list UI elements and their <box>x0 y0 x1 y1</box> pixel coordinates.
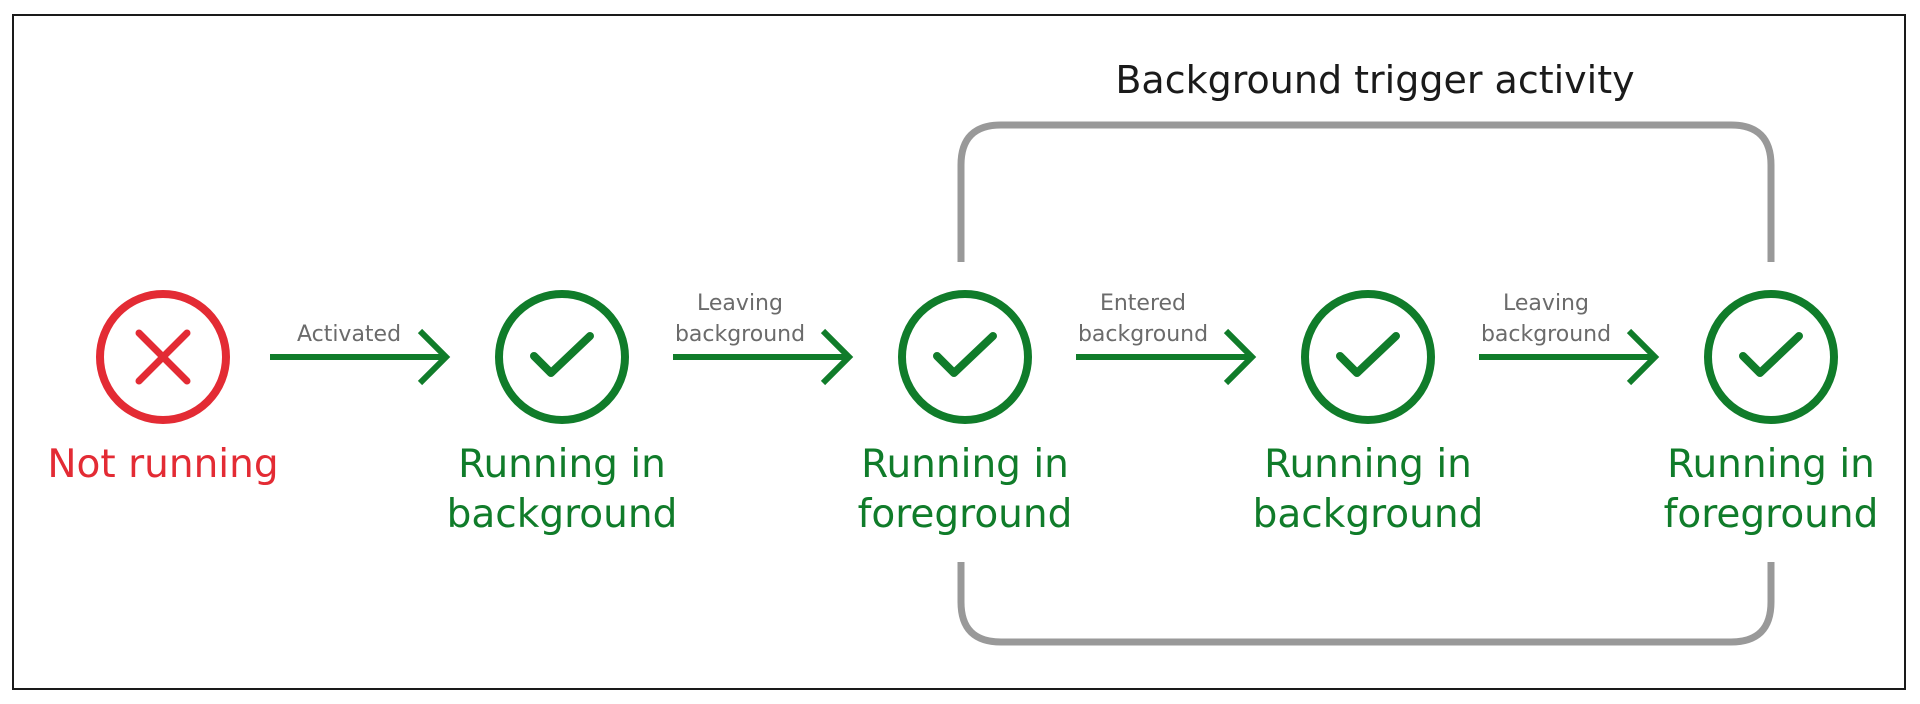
transition-label-line2: background <box>1077 322 1209 347</box>
check-icon <box>530 332 594 377</box>
state-icon-running-fg-1 <box>898 290 1032 424</box>
transition-label-4: Leaving background <box>1446 288 1646 350</box>
state-label-running-fg-1: Running in foreground <box>815 440 1115 540</box>
transition-arrow-4 <box>1479 328 1660 386</box>
transition-label-2: Leaving background <box>640 288 840 350</box>
transition-arrow-1 <box>270 328 451 386</box>
x-icon <box>135 329 191 385</box>
bracket-bottom <box>957 562 1775 646</box>
transition-label-3: Entered background <box>1043 288 1243 350</box>
state-label-line1: Running in <box>1667 442 1875 487</box>
transition-label-line2: background <box>1480 322 1612 347</box>
state-label-line2: foreground <box>1663 492 1879 537</box>
transition-label-1: Activated <box>249 319 449 350</box>
transition-arrow-2 <box>673 328 854 386</box>
transition-arrow-3 <box>1076 328 1257 386</box>
transition-label-line1: Leaving <box>697 291 783 316</box>
bracket-top <box>957 121 1775 262</box>
state-label-running-bg-2: Running in background <box>1218 440 1518 540</box>
state-label-line2: background <box>1252 492 1484 537</box>
state-label-line1: Not running <box>47 442 279 487</box>
transition-label-line1: Activated <box>296 322 402 347</box>
transition-label-line1: Entered <box>1099 291 1187 316</box>
diagram-frame <box>12 14 1906 690</box>
state-label-line1: Running in <box>1264 442 1472 487</box>
state-label-line2: foreground <box>857 492 1073 537</box>
state-label-line2: background <box>446 492 678 537</box>
check-icon <box>933 332 997 377</box>
state-icon-running-fg-2 <box>1704 290 1838 424</box>
state-label-running-fg-2: Running in foreground <box>1621 440 1920 540</box>
check-icon <box>1739 332 1803 377</box>
state-icon-running-bg-2 <box>1301 290 1435 424</box>
state-label-not-running: Not running <box>13 440 313 490</box>
state-label-line1: Running in <box>861 442 1069 487</box>
bracket-title: Background trigger activity <box>1115 58 1635 102</box>
state-icon-running-bg-1 <box>495 290 629 424</box>
transition-label-line2: background <box>674 322 806 347</box>
state-label-line1: Running in <box>458 442 666 487</box>
state-icon-not-running <box>96 290 230 424</box>
check-icon <box>1336 332 1400 377</box>
state-label-running-bg-1: Running in background <box>412 440 712 540</box>
transition-label-line1: Leaving <box>1503 291 1589 316</box>
